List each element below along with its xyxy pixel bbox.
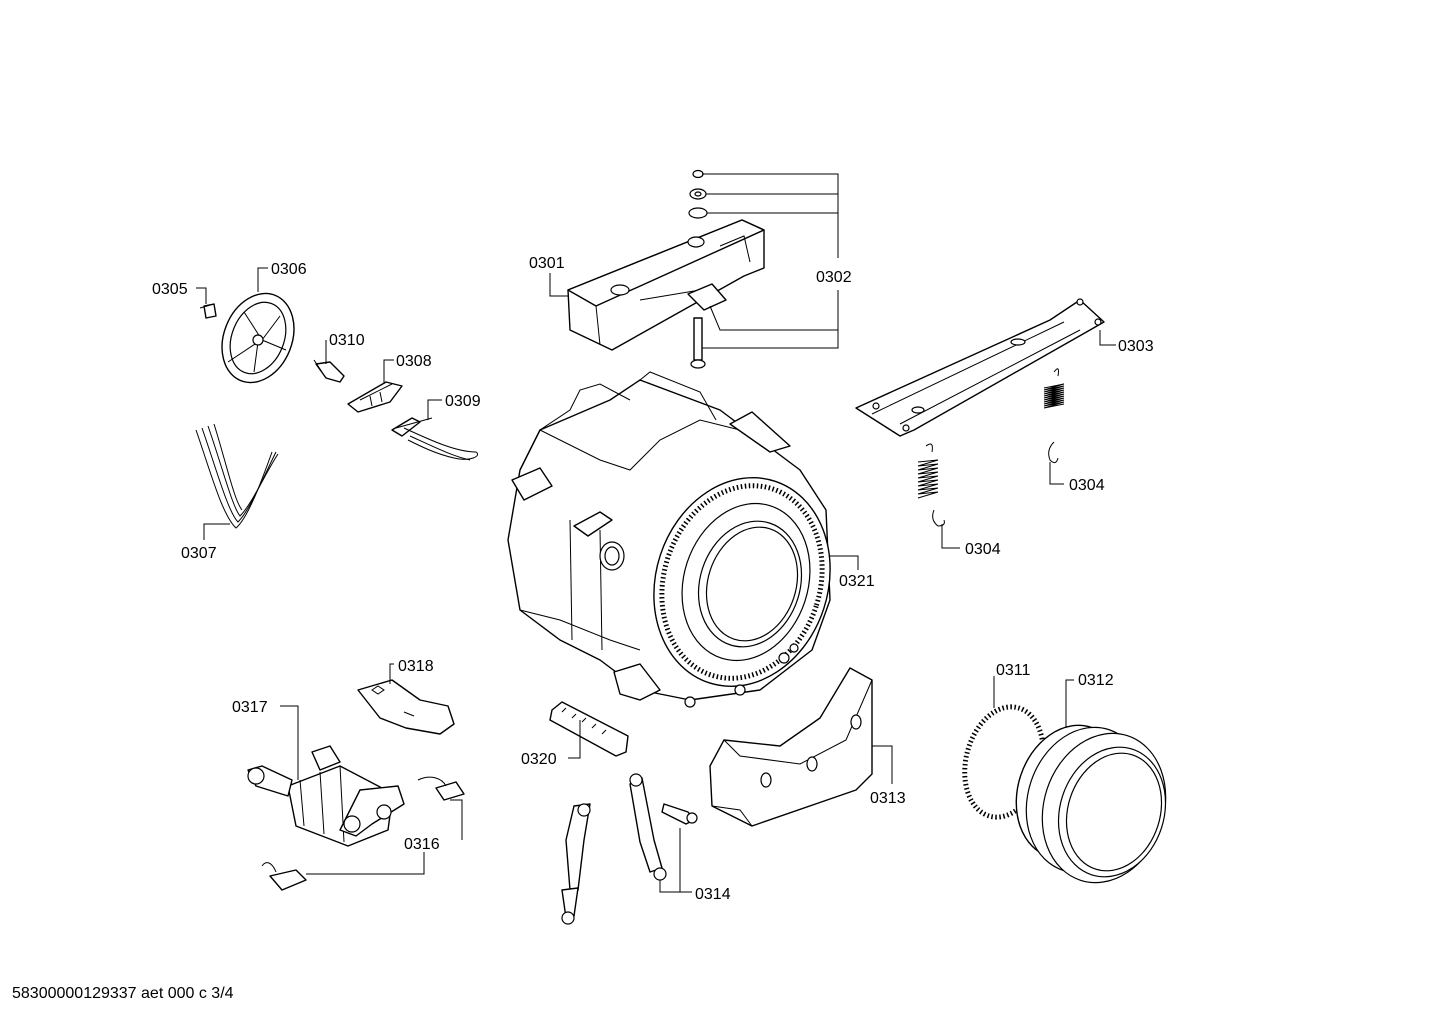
part-0304-spring-right[interactable] (1043, 368, 1065, 464)
part-labels: 0301 0302 0303 0304 0304 0305 0306 0307 … (152, 255, 1154, 903)
label-0304-upper: 0304 (1069, 477, 1105, 494)
label-0316: 0316 (404, 836, 440, 853)
label-0303: 0303 (1118, 338, 1154, 355)
label-0304-lower: 0304 (965, 541, 1001, 558)
label-0310: 0310 (329, 332, 365, 349)
part-0303-support-bar[interactable] (855, 298, 1105, 437)
part-0307-drive-belt[interactable] (195, 423, 279, 529)
label-0308: 0308 (396, 353, 432, 370)
label-0317: 0317 (232, 699, 268, 716)
label-0314: 0314 (695, 886, 731, 903)
label-0311: 0311 (996, 662, 1031, 679)
label-0302: 0302 (816, 269, 852, 286)
label-0306: 0306 (271, 261, 307, 278)
part-0306-pulley[interactable] (209, 283, 307, 394)
part-0314-shock-absorber-right[interactable] (629, 773, 667, 881)
part-0305-screw[interactable] (199, 303, 217, 319)
label-0309: 0309 (445, 393, 481, 410)
label-0318: 0318 (398, 658, 434, 675)
part-0308-bracket[interactable] (347, 381, 403, 413)
part-0312-door-seal[interactable] (1000, 711, 1185, 899)
part-0313-front-counterweight[interactable] (709, 667, 873, 827)
part-0317-motor[interactable] (247, 745, 405, 847)
part-0310-temperature-sensor[interactable] (313, 359, 345, 383)
document-code: 58300000129337 aet 000 c 3/4 (12, 985, 234, 1002)
part-0301-top-counterweight[interactable] (567, 219, 765, 351)
part-0304-spring-left[interactable] (917, 443, 945, 527)
label-0321: 0321 (839, 573, 875, 590)
label-0307: 0307 (181, 545, 217, 562)
part-0302-fasteners[interactable] (687, 169, 727, 369)
part-0320-filter[interactable] (549, 701, 629, 757)
part-0309-heating-element[interactable] (391, 417, 478, 461)
part-0314-screw[interactable] (661, 803, 698, 825)
part-0316-carbon-brush-upper[interactable] (417, 776, 465, 801)
part-0318-cover-plate[interactable] (357, 679, 455, 735)
label-0313: 0313 (870, 790, 906, 807)
leader-lines (196, 173, 1116, 893)
part-0314-shock-absorber-left[interactable] (561, 803, 591, 925)
part-0316-carbon-brush-lower[interactable] (261, 862, 307, 891)
label-0301: 0301 (529, 255, 565, 272)
label-0320: 0320 (521, 751, 557, 768)
label-0305: 0305 (152, 281, 188, 298)
part-0321-tub[interactable] (507, 371, 857, 709)
label-0312: 0312 (1078, 672, 1114, 689)
